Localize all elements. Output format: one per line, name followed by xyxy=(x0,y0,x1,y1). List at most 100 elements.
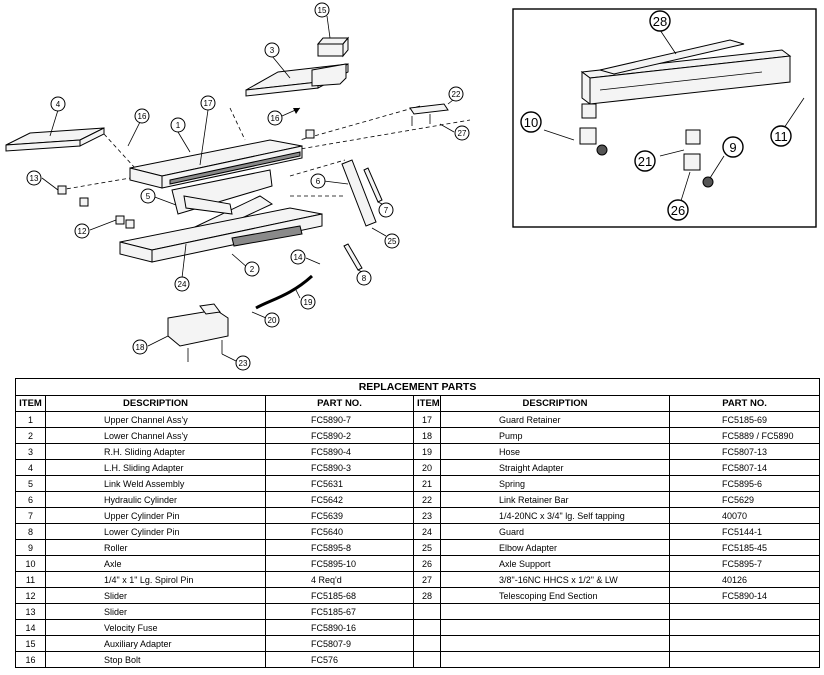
cell-item-2 xyxy=(413,635,441,652)
callout-19: 19 xyxy=(300,294,316,310)
cell-description-2: 3/8"-16NC HHCS x 1/2" & LW xyxy=(440,571,670,588)
svg-text:11: 11 xyxy=(774,129,788,144)
cell-part-no: FC576 xyxy=(265,651,414,668)
callout-23: 23 xyxy=(235,355,251,371)
cell-description-2 xyxy=(440,603,670,620)
cell-part-no: FC5185-68 xyxy=(265,587,414,604)
cell-part-no: FC5631 xyxy=(265,475,414,492)
cell-description: Upper Cylinder Pin xyxy=(45,507,266,524)
cell-item: 1 xyxy=(15,411,46,428)
svg-text:20: 20 xyxy=(268,316,277,325)
svg-text:5: 5 xyxy=(146,192,151,201)
cell-description: Lower Cylinder Pin xyxy=(45,523,266,540)
cell-item: 14 xyxy=(15,619,46,636)
cell-item-2 xyxy=(413,651,441,668)
svg-text:24: 24 xyxy=(178,280,187,289)
table-title: REPLACEMENT PARTS xyxy=(14,378,821,396)
svg-text:17: 17 xyxy=(204,99,213,108)
cell-part-no: FC5895-10 xyxy=(265,555,414,572)
cell-description-2: Hose xyxy=(440,443,670,460)
cell-item-2: 21 xyxy=(413,475,441,492)
callout-3: 3 xyxy=(264,42,280,58)
cell-item-2: 26 xyxy=(413,555,441,572)
cell-item-2: 20 xyxy=(413,459,441,476)
cell-item: 8 xyxy=(15,523,46,540)
cell-part-no: FC5642 xyxy=(265,491,414,508)
cell-item-2: 28 xyxy=(413,587,441,604)
cell-part-no: FC5890-2 xyxy=(265,427,414,444)
callout-16b: 16 xyxy=(267,110,283,126)
cell-description: R.H. Sliding Adapter xyxy=(45,443,266,460)
cell-description: Link Weld Assembly xyxy=(45,475,266,492)
cell-description: 1/4" x 1" Lg. Spirol Pin xyxy=(45,571,266,588)
callout-6: 6 xyxy=(310,173,326,189)
cell-item: 16 xyxy=(15,651,46,668)
header-part-no-2: PART NO. xyxy=(668,395,821,412)
cell-part-no: FC5639 xyxy=(265,507,414,524)
cell-part-no-2: FC5185-69 xyxy=(668,411,821,428)
cell-part-no-2: FC5807-13 xyxy=(668,443,821,460)
callout-10: 10 xyxy=(520,111,542,133)
lower-channel-part xyxy=(119,207,323,269)
svg-text:12: 12 xyxy=(78,227,87,236)
svg-text:23: 23 xyxy=(239,359,248,368)
cell-part-no-2: FC5629 xyxy=(668,491,821,508)
cell-item-2: 17 xyxy=(413,411,441,428)
cell-part-no-2: FC5807-14 xyxy=(668,459,821,476)
svg-text:19: 19 xyxy=(304,298,313,307)
cell-description-2: Guard xyxy=(440,523,670,540)
cell-item: 2 xyxy=(15,427,46,444)
cell-part-no-2: FC5144-1 xyxy=(668,523,821,540)
cell-description-2: Spring xyxy=(440,475,670,492)
svg-text:9: 9 xyxy=(729,140,736,155)
header-item: ITEM xyxy=(15,395,46,412)
auxiliary-adapter-part xyxy=(316,15,350,58)
svg-text:15: 15 xyxy=(318,6,327,15)
cell-part-no-2 xyxy=(668,603,821,620)
cell-part-no: FC5890-3 xyxy=(265,459,414,476)
callout-1: 1 xyxy=(170,117,186,133)
inset-detail xyxy=(512,8,817,228)
cell-description-2: Elbow Adapter xyxy=(440,539,670,556)
svg-text:28: 28 xyxy=(653,14,667,29)
svg-text:25: 25 xyxy=(388,237,397,246)
cell-description-2 xyxy=(440,635,670,652)
svg-text:14: 14 xyxy=(294,253,303,262)
cell-description: Axle xyxy=(45,555,266,572)
cell-item-2 xyxy=(413,603,441,620)
callout-7: 7 xyxy=(378,202,394,218)
callout-15: 15 xyxy=(314,2,330,18)
cell-item: 13 xyxy=(15,603,46,620)
cell-item-2: 22 xyxy=(413,491,441,508)
cell-part-no-2: FC5895-6 xyxy=(668,475,821,492)
cell-description-2: Straight Adapter xyxy=(440,459,670,476)
cell-item: 7 xyxy=(15,507,46,524)
lh-sliding-adapter-part xyxy=(5,109,141,152)
cell-item: 5 xyxy=(15,475,46,492)
cell-part-no-2: 40070 xyxy=(668,507,821,524)
upper-channel-part xyxy=(129,109,303,189)
callout-18: 18 xyxy=(132,339,148,355)
cell-item-2: 18 xyxy=(413,427,441,444)
cell-item: 3 xyxy=(15,443,46,460)
callout-20: 20 xyxy=(264,312,280,328)
cell-part-no-2 xyxy=(668,619,821,636)
callout-14: 14 xyxy=(290,249,306,265)
cell-part-no: FC5890-4 xyxy=(265,443,414,460)
callout-13: 13 xyxy=(26,170,42,186)
cell-item: 11 xyxy=(15,571,46,588)
exploded-parts-diagram: 15 3 4 16 1 17 16 22 27 13 5 6 7 12 25 2… xyxy=(5,2,817,371)
svg-text:26: 26 xyxy=(671,203,685,218)
svg-text:13: 13 xyxy=(30,174,39,183)
